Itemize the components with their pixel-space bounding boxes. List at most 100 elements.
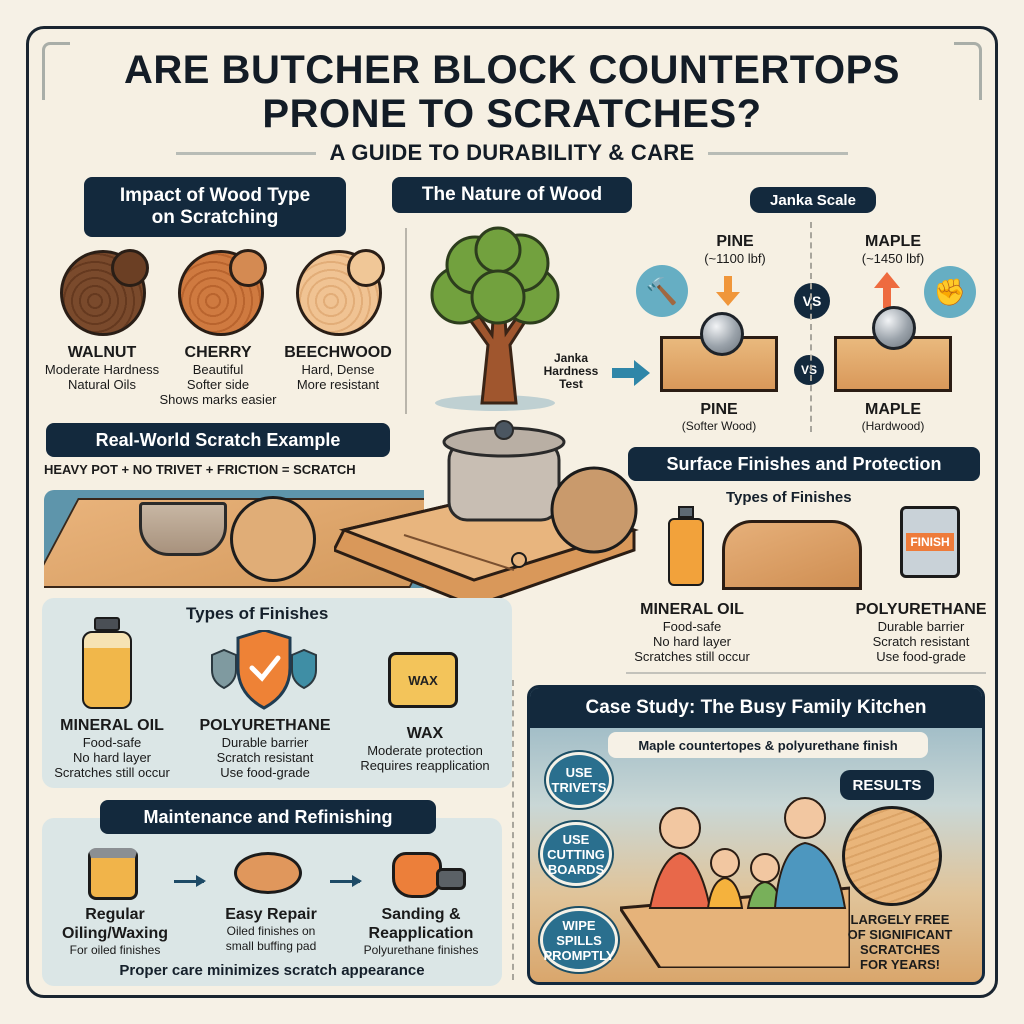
- corner-decoration-right: [954, 42, 982, 100]
- results-wood-closeup-icon: [842, 806, 942, 906]
- heading-text: Maintenance and Refinishing: [143, 806, 393, 827]
- finish-desc: Use food-grade: [220, 765, 310, 780]
- wood-desc: Softer side: [186, 377, 250, 392]
- step-title: Oiling/Waxing: [61, 925, 169, 942]
- results-line: SCRATCHES: [860, 942, 940, 957]
- scratch-equation: HEAVY POT + NO TRIVET + FRICTION = SCRAT…: [44, 462, 356, 477]
- heading-line: Impact of Wood Type: [119, 185, 311, 206]
- tip-line: BOARDS: [547, 861, 605, 877]
- finish-desc: Food-safe: [82, 735, 142, 750]
- tip-line: TRIVETS: [551, 780, 607, 795]
- wax-tin-label: WAX: [408, 672, 438, 688]
- large-pot-board-illustration: [331, 420, 644, 608]
- step-desc: For oiled finishes: [69, 943, 161, 957]
- mineral-oil-bottle-icon: [668, 506, 704, 586]
- finish-desc: Durable barrier: [221, 735, 309, 750]
- finish-desc: Food-safe: [662, 619, 722, 634]
- arrow-right-icon: [612, 360, 650, 386]
- finish-name: MINERAL OIL: [60, 717, 164, 734]
- page-subtitle: A GUIDE TO DURABILITY & CARE: [329, 140, 695, 165]
- wood-desc: More resistant: [296, 377, 380, 392]
- wood-name: BEECHWOOD: [284, 344, 392, 361]
- bottle-body: [668, 518, 704, 586]
- finish-desc: Use food-grade: [876, 649, 966, 664]
- maintenance-footer: Proper care minimizes scratch appearance: [119, 962, 425, 979]
- wood-label-beechwood: BEECHWOOD Hard, Dense More resistant: [278, 343, 398, 392]
- maintenance-panel: [42, 818, 502, 986]
- wood-name: MAPLE: [865, 233, 921, 250]
- heading-line: on Scratching: [151, 207, 279, 228]
- pine-top-label: PINE (~1100 lbf): [680, 232, 790, 266]
- bottle-body: [82, 631, 132, 709]
- steel-ball-icon: [700, 312, 744, 356]
- arrow-up-icon: [874, 272, 900, 308]
- results-line: OF SIGNIFICANT: [847, 927, 953, 942]
- heading-text: Janka Scale: [770, 191, 856, 209]
- finish-desc: Durable barrier: [877, 619, 965, 634]
- wood-type-heading: Impact of Wood Type on Scratching: [84, 177, 346, 237]
- divider-right: [708, 151, 849, 155]
- tip-line: CUTTING: [547, 846, 605, 862]
- page-title: ARE BUTCHER BLOCK COUNTERTOPS PRONE TO S…: [0, 48, 1024, 136]
- case-study-caption: Maple countertopes & polyurethane finish: [608, 732, 928, 758]
- heading-text: Real-World Scratch Example: [95, 429, 341, 450]
- tip-line: PROMPTLY: [543, 947, 615, 963]
- results-line: LARGELY FREE: [850, 912, 950, 927]
- case-study-panel: Case Study: The Busy Family Kitchen Mapl…: [527, 685, 985, 985]
- janka-divider: [810, 222, 812, 432]
- panel-wax-label: WAX Moderate protection Requires reappli…: [350, 724, 500, 773]
- maintenance-heading: Maintenance and Refinishing: [100, 800, 436, 834]
- vs-badge-bottom: VS: [794, 355, 824, 385]
- title-line-2: PRONE TO SCRATCHES?: [262, 92, 762, 136]
- vs-text: VS: [800, 363, 817, 377]
- fist-icon: ✊: [924, 266, 976, 318]
- arrow-down-icon: [716, 276, 740, 306]
- tip-line: WIPE: [562, 917, 596, 933]
- finish-desc: Moderate protection: [367, 743, 483, 758]
- janka-scale-heading: Janka Scale: [750, 187, 876, 213]
- wood-desc: Moderate Hardness: [44, 362, 160, 377]
- vs-text: VS: [802, 293, 822, 309]
- surface-finishes-subheading: Types of Finishes: [726, 489, 852, 506]
- step-sanding: Sanding & Reapplication Polyurethane fin…: [346, 905, 496, 958]
- section-divider: [626, 672, 986, 674]
- arrow-right-icon: [174, 875, 206, 887]
- wood-desc: Shows marks easier: [159, 392, 277, 407]
- finish-can-icon: FINISH: [900, 506, 960, 578]
- pot-icon: [139, 502, 227, 556]
- oil-bottle-icon: [82, 617, 132, 709]
- maple-bottom-label: MAPLE (Hardwood): [838, 400, 948, 434]
- wood-desc: Beautiful: [192, 362, 244, 377]
- beechwood-sample-icon: [296, 249, 385, 336]
- scratch-magnifier-icon: [230, 496, 316, 582]
- wood-slab-icon: [722, 520, 862, 590]
- step-title: Easy Repair: [225, 906, 317, 923]
- heading-text: Surface Finishes and Protection: [666, 453, 942, 474]
- section-divider: [512, 680, 514, 980]
- step-desc: Oiled finishes on: [226, 924, 316, 938]
- finish-desc: Requires reapplication: [360, 758, 490, 773]
- case-study-heading: Case Study: The Busy Family Kitchen: [530, 688, 982, 728]
- sander-body: [392, 852, 442, 898]
- section-divider: [405, 228, 407, 414]
- step-desc: Polyurethane finishes: [363, 943, 479, 957]
- label-line: Hardness: [543, 364, 599, 378]
- divider-left: [175, 151, 316, 155]
- finish-desc: Scratch resistant: [872, 634, 970, 649]
- results-text: LARGELY FREE OF SIGNIFICANT SCRATCHES FO…: [830, 912, 970, 972]
- arrow-right-icon: [330, 875, 362, 887]
- finish-can-label: FINISH: [906, 533, 954, 551]
- finish-desc: Scratches still occur: [54, 765, 170, 780]
- surface-finishes-heading: Surface Finishes and Protection: [628, 447, 980, 481]
- tree-icon: [420, 225, 580, 415]
- wood-name: WALNUT: [67, 344, 137, 361]
- step-regular-oiling: Regular Oiling/Waxing For oiled finishes: [50, 905, 180, 958]
- scratch-closeup-icon: [111, 249, 149, 287]
- finish-name: WAX: [406, 725, 444, 742]
- surface-mineral-oil-label: MINERAL OIL Food-safe No hard layer Scra…: [622, 600, 762, 664]
- tip-line: SPILLS: [556, 932, 602, 948]
- finish-desc: Scratch resistant: [216, 750, 314, 765]
- vs-badge-top: VS: [794, 283, 830, 319]
- heading-text: The Nature of Wood: [421, 184, 603, 205]
